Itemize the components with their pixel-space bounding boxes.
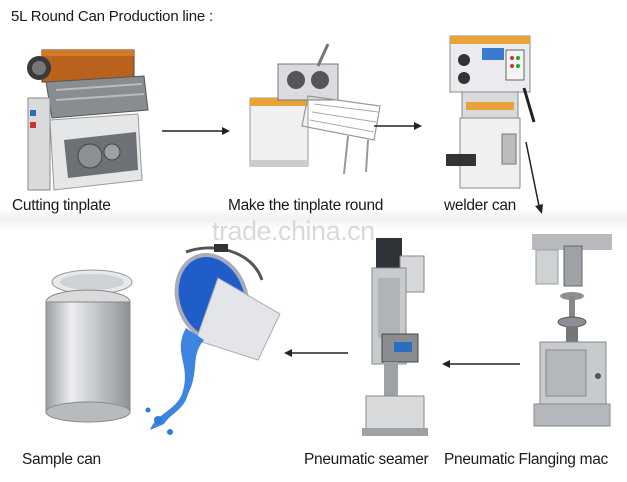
flanging-machine-image — [528, 232, 614, 432]
arrow-right-icon — [162, 127, 230, 135]
arrow-down-icon — [525, 141, 543, 214]
sample-can-image — [40, 260, 136, 430]
rounding-machine-image — [238, 40, 388, 180]
step-label-seamer: Pneumatic seamer — [304, 451, 429, 468]
seamer-machine-image — [358, 234, 436, 440]
step-label-cutting: Cutting tinplate — [12, 197, 111, 214]
paint-bucket-image — [142, 244, 290, 440]
watermark-band — [0, 207, 627, 231]
arrow-left-icon — [284, 349, 348, 357]
page-title: 5L Round Can Production line : — [11, 8, 213, 25]
cutting-machine-image — [24, 40, 152, 196]
welder-machine-image — [440, 30, 540, 192]
arrow-right-icon — [374, 122, 422, 130]
step-label-welder: welder can — [444, 197, 516, 214]
step-label-sample-can: Sample can — [22, 451, 101, 468]
step-label-flanging: Pneumatic Flanging mac — [444, 451, 608, 468]
watermark-text: trade.china.cn — [212, 216, 375, 246]
arrow-left-icon — [442, 360, 520, 368]
step-label-rounding: Make the tinplate round — [228, 197, 384, 214]
